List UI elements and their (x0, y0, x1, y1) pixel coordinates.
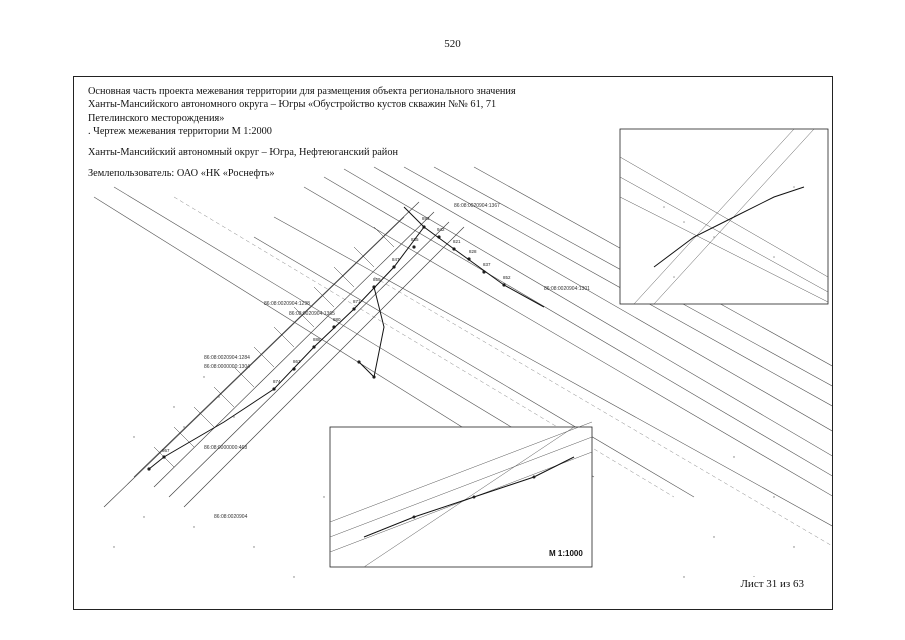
point-label: 942 (437, 227, 445, 232)
point-label: 863 (293, 359, 301, 364)
svg-text:86:08:0020904:1298: 86:08:0020904:1298 (264, 301, 310, 307)
title-line-1: Основная часть проекта межевания террито… (88, 86, 516, 97)
point-label: 867 (162, 448, 170, 453)
sheet-number: Лист 31 из 63 (738, 577, 806, 591)
point-label: 835 (411, 237, 419, 242)
point-label: 888 (313, 337, 321, 342)
point-label: 821 (453, 239, 461, 244)
location-line: Ханты-Мансийский автономный округ – Югра… (88, 147, 398, 159)
svg-text:86:08:0020904:1284: 86:08:0020904:1284 (204, 355, 250, 361)
land-survey-map: 86:08:0020904:1367 86:08:0020904:1301 86… (93, 128, 832, 578)
title-block: Основная часть проекта межевания террито… (88, 85, 608, 181)
inset-scale-label: М 1:1000 (549, 549, 583, 558)
detail-inset-top (619, 128, 829, 305)
title-line-4: . Чертеж межевания территории М 1:2000 (88, 125, 272, 137)
point-label: 871 (353, 299, 361, 304)
svg-text:86:08:0020904:1301: 86:08:0020904:1301 (544, 286, 590, 292)
land-user-line: Землепользователь: ОАО «НК «Роснефть» (88, 168, 275, 180)
detail-inset-bottom (329, 421, 593, 568)
drawing-sheet: 86:08:0020904:1367 86:08:0020904:1301 86… (73, 76, 833, 610)
svg-text:86:08:0000000:1304: 86:08:0000000:1304 (204, 364, 250, 370)
point-label: 847 (392, 257, 400, 262)
svg-text:86:08:0020904:1367: 86:08:0020904:1367 (454, 203, 500, 209)
point-label: 880 (333, 317, 341, 322)
svg-text:86:08:0000000:468: 86:08:0000000:468 (204, 445, 247, 451)
svg-text:86:08:0020904: 86:08:0020904 (214, 514, 248, 520)
point-label: 874 (273, 379, 281, 384)
point-label: 893 (422, 216, 430, 221)
point-label: 859 (373, 277, 381, 282)
title-line-3: Петелинского месторождения» (88, 112, 225, 124)
point-label: 828 (469, 249, 477, 254)
page-number: 520 (444, 38, 461, 50)
point-label: 837 (483, 262, 491, 267)
title-line-2: Ханты-Мансийского автономного округа – Ю… (88, 99, 497, 111)
svg-text:86:08:0020904:1365: 86:08:0020904:1365 (289, 311, 335, 317)
point-label: 852 (503, 275, 511, 280)
